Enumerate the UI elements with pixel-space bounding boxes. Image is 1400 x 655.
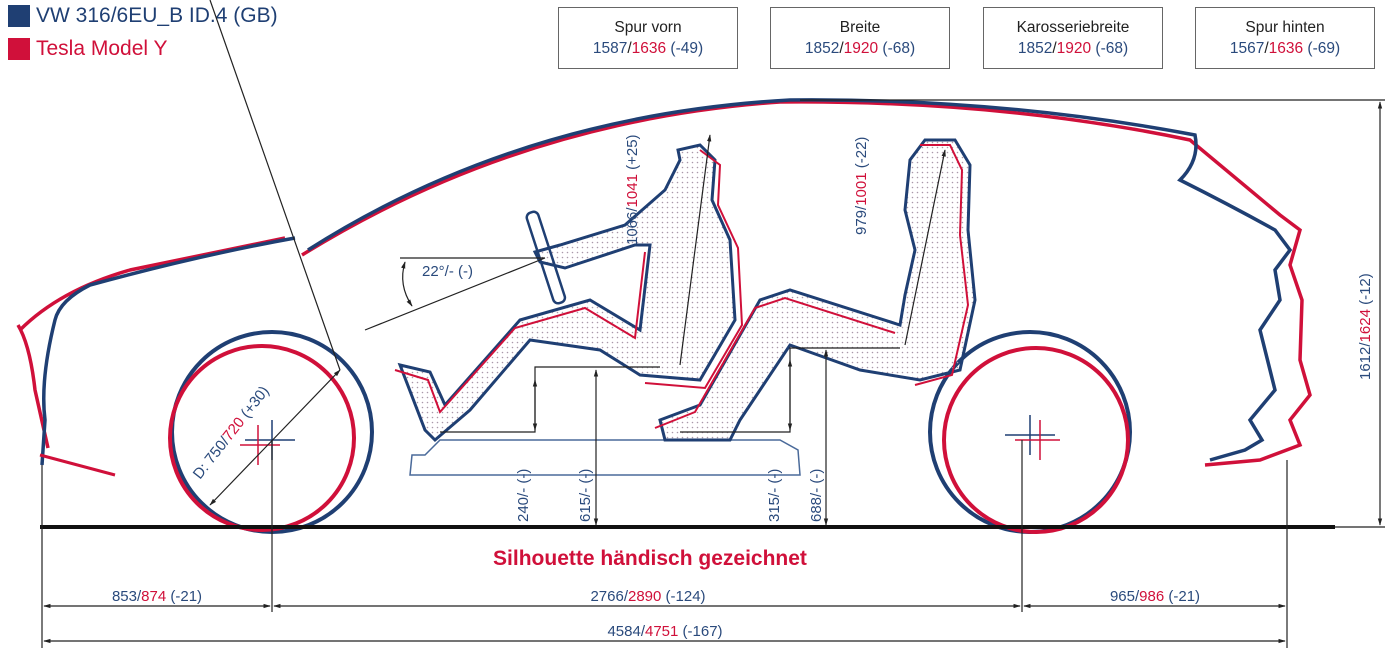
box-title: Breite [839, 19, 881, 36]
rear-occupant [658, 138, 977, 442]
h688-label: 688/- (-) [808, 469, 825, 522]
tesla-front-wheel [168, 344, 356, 532]
box-title: Spur hinten [1245, 19, 1325, 36]
wheelbase-label: 2766/2890 (-124) [590, 588, 705, 605]
rear-head-clearance-label: 979/1001 (-22) [853, 137, 870, 235]
tesla-front-tail [39, 453, 116, 477]
diff-value: (-69) [1307, 40, 1341, 57]
vw-value: 1587 [592, 40, 628, 57]
overhang-front-label: 853/874 (-21) [112, 588, 202, 605]
diff-value: (-68) [1095, 40, 1129, 57]
tesla-swatch [8, 38, 30, 60]
overhang-rear-label: 965/986 (-21) [1110, 588, 1200, 605]
height-label: 1612/1624 (-12) [1357, 273, 1374, 380]
tesla-value: 1920 [843, 40, 879, 57]
vw-value: 1567 [1229, 40, 1265, 57]
h240-label: 240/- (-) [515, 469, 532, 522]
tesla-silhouette [16, 100, 1312, 467]
vw-value: 1852 [804, 40, 840, 57]
tesla-value: 1920 [1056, 40, 1092, 57]
tesla-value: 1636 [1268, 40, 1304, 57]
tesla-value: 1636 [631, 40, 667, 57]
h615-label: 615/- (-) [577, 469, 594, 522]
vw-swatch [8, 5, 30, 27]
length-dims [41, 440, 1288, 648]
rear-occupant-red [654, 144, 970, 429]
front-occupant [397, 143, 737, 443]
vw-value: 1852 [1017, 40, 1053, 57]
h315-label: 315/- (-) [766, 469, 783, 522]
steering-angle-label: 22°/- (-) [422, 263, 473, 280]
front-head-clearance-label: 1066/1041 (+25) [624, 134, 641, 245]
caption: Silhouette händisch gezeichnet [493, 547, 807, 570]
tesla-rear-wheel [942, 346, 1130, 534]
diff-value: (-49) [670, 40, 704, 57]
box-title: Spur vorn [614, 19, 682, 36]
length-label: 4584/4751 (-167) [607, 623, 722, 640]
height-dim [800, 99, 1385, 528]
wheel-diameter-label: D: 750/720 (+30) [190, 383, 273, 483]
diff-value: (-68) [882, 40, 916, 57]
legend-tesla-label: Tesla Model Y [36, 37, 168, 60]
interior-dim-lines [209, 0, 946, 526]
vw-silhouette [40, 98, 1293, 466]
legend-tesla: Tesla Model Y [8, 37, 168, 61]
floor-battery [409, 439, 801, 476]
front-occupant-red [394, 149, 744, 414]
box-title: Karosseriebreite [1016, 19, 1130, 36]
